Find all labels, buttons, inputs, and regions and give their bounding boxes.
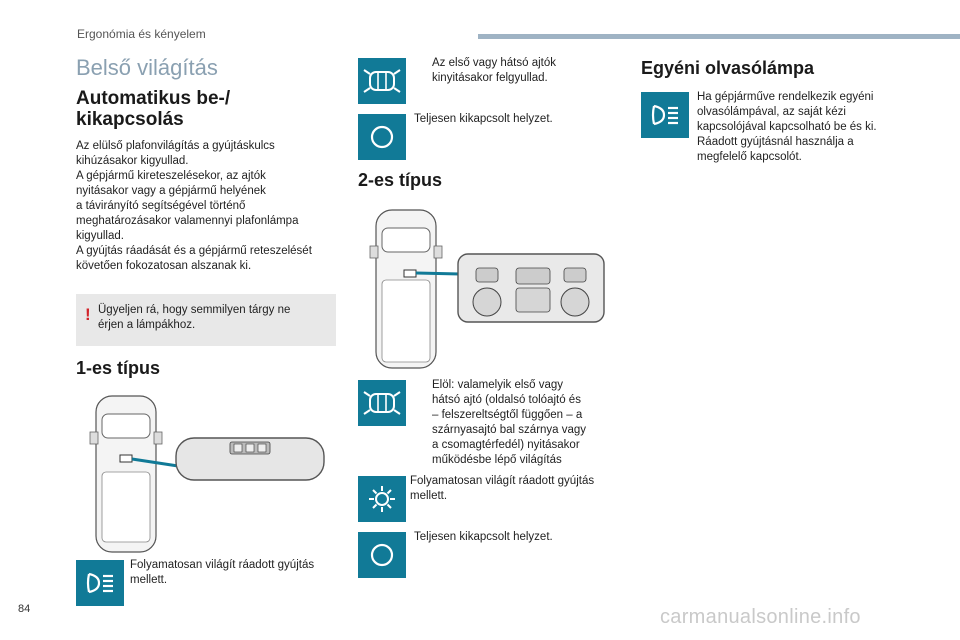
watermark: carmanualsonline.info: [660, 606, 861, 628]
type1-illustration: [76, 392, 338, 554]
header-bar: [478, 34, 960, 39]
door-text: Az első vagy hátsó ajtók kinyitásakor fe…: [432, 57, 557, 84]
section-header: Ergonómia és kényelem: [77, 27, 206, 41]
door-icon: [358, 380, 406, 426]
light-on-icon: [358, 476, 406, 522]
van-top-view-icon: [369, 209, 443, 369]
van-top-view-icon: [89, 395, 163, 553]
door2-text: Elöl: valamelyik első vagy hátsó ajtó (o…: [432, 379, 587, 466]
heading-type1: 1-es típus: [76, 358, 161, 378]
headlamp-icon: [76, 560, 124, 606]
warning-icon: !: [85, 305, 91, 324]
roof-console-icon: [457, 253, 605, 323]
off-text: Teljesen kikapcsolt helyzet.: [414, 113, 553, 125]
on-text: Folyamatosan világít ráadott gyújtás mel…: [410, 475, 595, 502]
reading-lamp-text: Ha gépjárműve rendelkezik egyéni olvasól…: [697, 91, 877, 163]
off2-text: Teljesen kikapcsolt helyzet.: [414, 531, 553, 543]
reading-lamp-icon: [641, 92, 689, 138]
off-circle-icon: [358, 532, 406, 578]
warning-box: [76, 294, 336, 346]
auto-paragraph: Az elülső plafonvilágítás a gyújtáskulcs…: [76, 140, 312, 272]
page-title: Belső világítás: [76, 55, 218, 80]
door-icon: [358, 58, 406, 104]
warning-text: Ügyeljen rá, hogy semmilyen tárgy ne érj…: [98, 304, 291, 331]
heading-auto: Automatikus be-/ kikapcsolás: [76, 88, 231, 130]
type1-on-text: Folyamatosan világít ráadott gyújtás mel…: [130, 559, 315, 586]
type2-illustration: [358, 206, 608, 372]
page-number: 84: [18, 603, 31, 615]
heading-reading-lamp: Egyéni olvasólámpa: [641, 58, 815, 78]
mirror-lamp-icon: [175, 437, 325, 481]
heading-type2: 2-es típus: [358, 170, 443, 190]
off-circle-icon: [358, 114, 406, 160]
